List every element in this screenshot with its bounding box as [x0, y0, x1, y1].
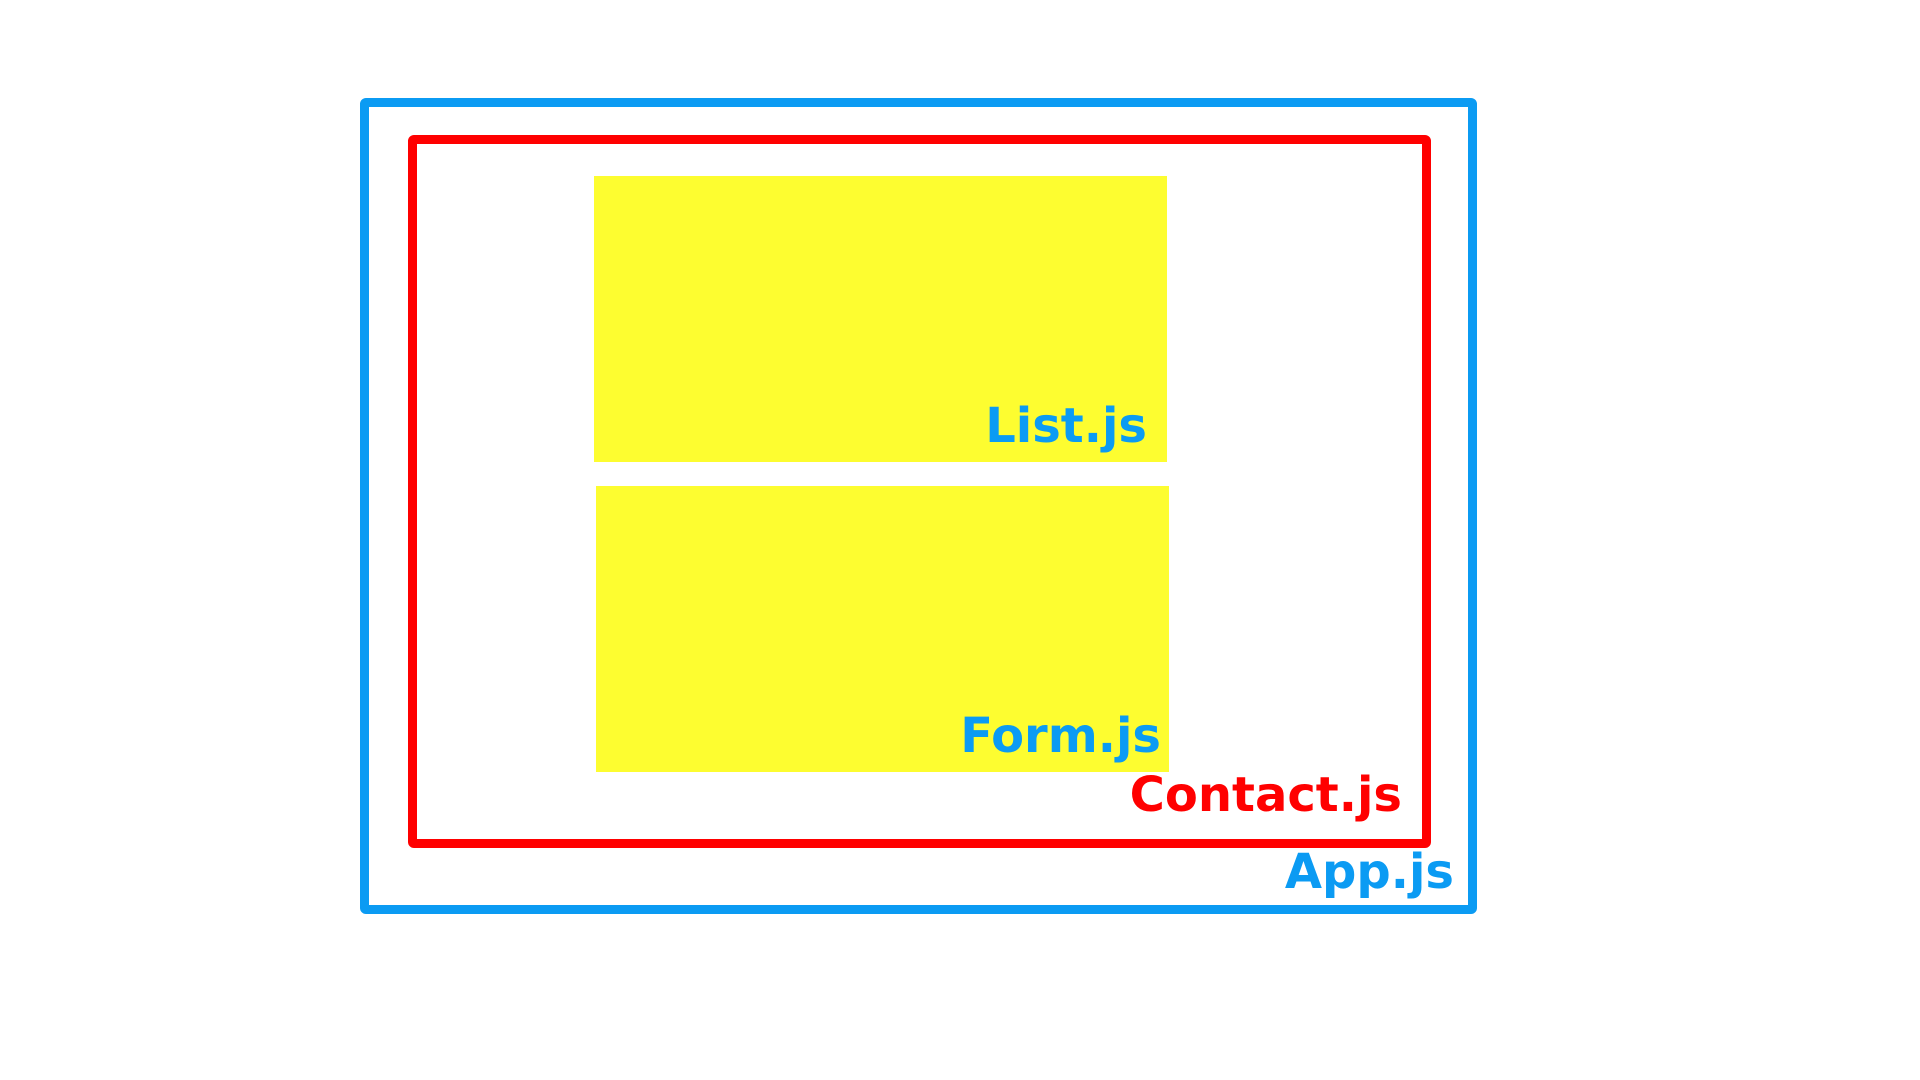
app-component-label: App.js [1284, 844, 1454, 900]
list-component-label: List.js [985, 398, 1147, 454]
list-component-box: List.js [594, 176, 1167, 462]
app-component-box: App.js [360, 98, 1477, 914]
contact-component-label: Contact.js [1129, 767, 1402, 823]
contact-component-box: Contact.js [408, 135, 1431, 848]
form-component-box: Form.js [596, 486, 1169, 772]
form-component-label: Form.js [960, 708, 1161, 764]
